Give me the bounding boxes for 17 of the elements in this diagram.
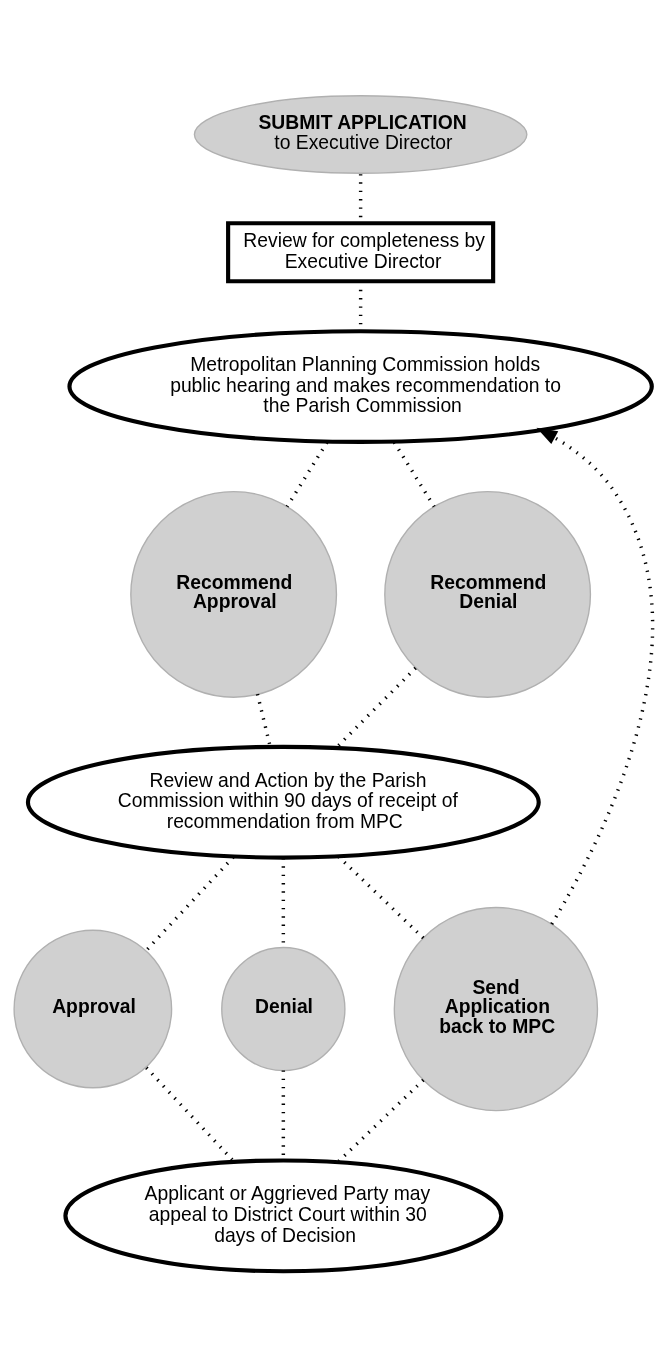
node-circle: Approval [13, 929, 173, 1088]
connector [145, 1066, 235, 1162]
node-circle: Recommend Denial [384, 490, 592, 698]
connector [335, 666, 417, 748]
connector [392, 440, 436, 507]
node-circle: Denial [221, 946, 346, 1071]
arrow [536, 427, 655, 925]
node-ellipse: Applicant or Aggrieved Party may appeal to District Court within 30 days of Decision [63, 1157, 504, 1273]
node-circle: Recommend Approval [130, 490, 338, 698]
node-ellipse: Review and Action by the Parish Commission within 90 days of receipt of recommendation from MPC [25, 744, 541, 860]
node-box: Review for completeness by Executive Director [226, 220, 496, 283]
node-ellipse: SUBMIT APPLICATION to Executive Director [193, 94, 528, 174]
connector [255, 693, 272, 747]
node-circle: Send Application back to MPC [393, 906, 599, 1111]
connector [144, 855, 235, 952]
connector [336, 1078, 425, 1163]
connector [285, 440, 329, 507]
